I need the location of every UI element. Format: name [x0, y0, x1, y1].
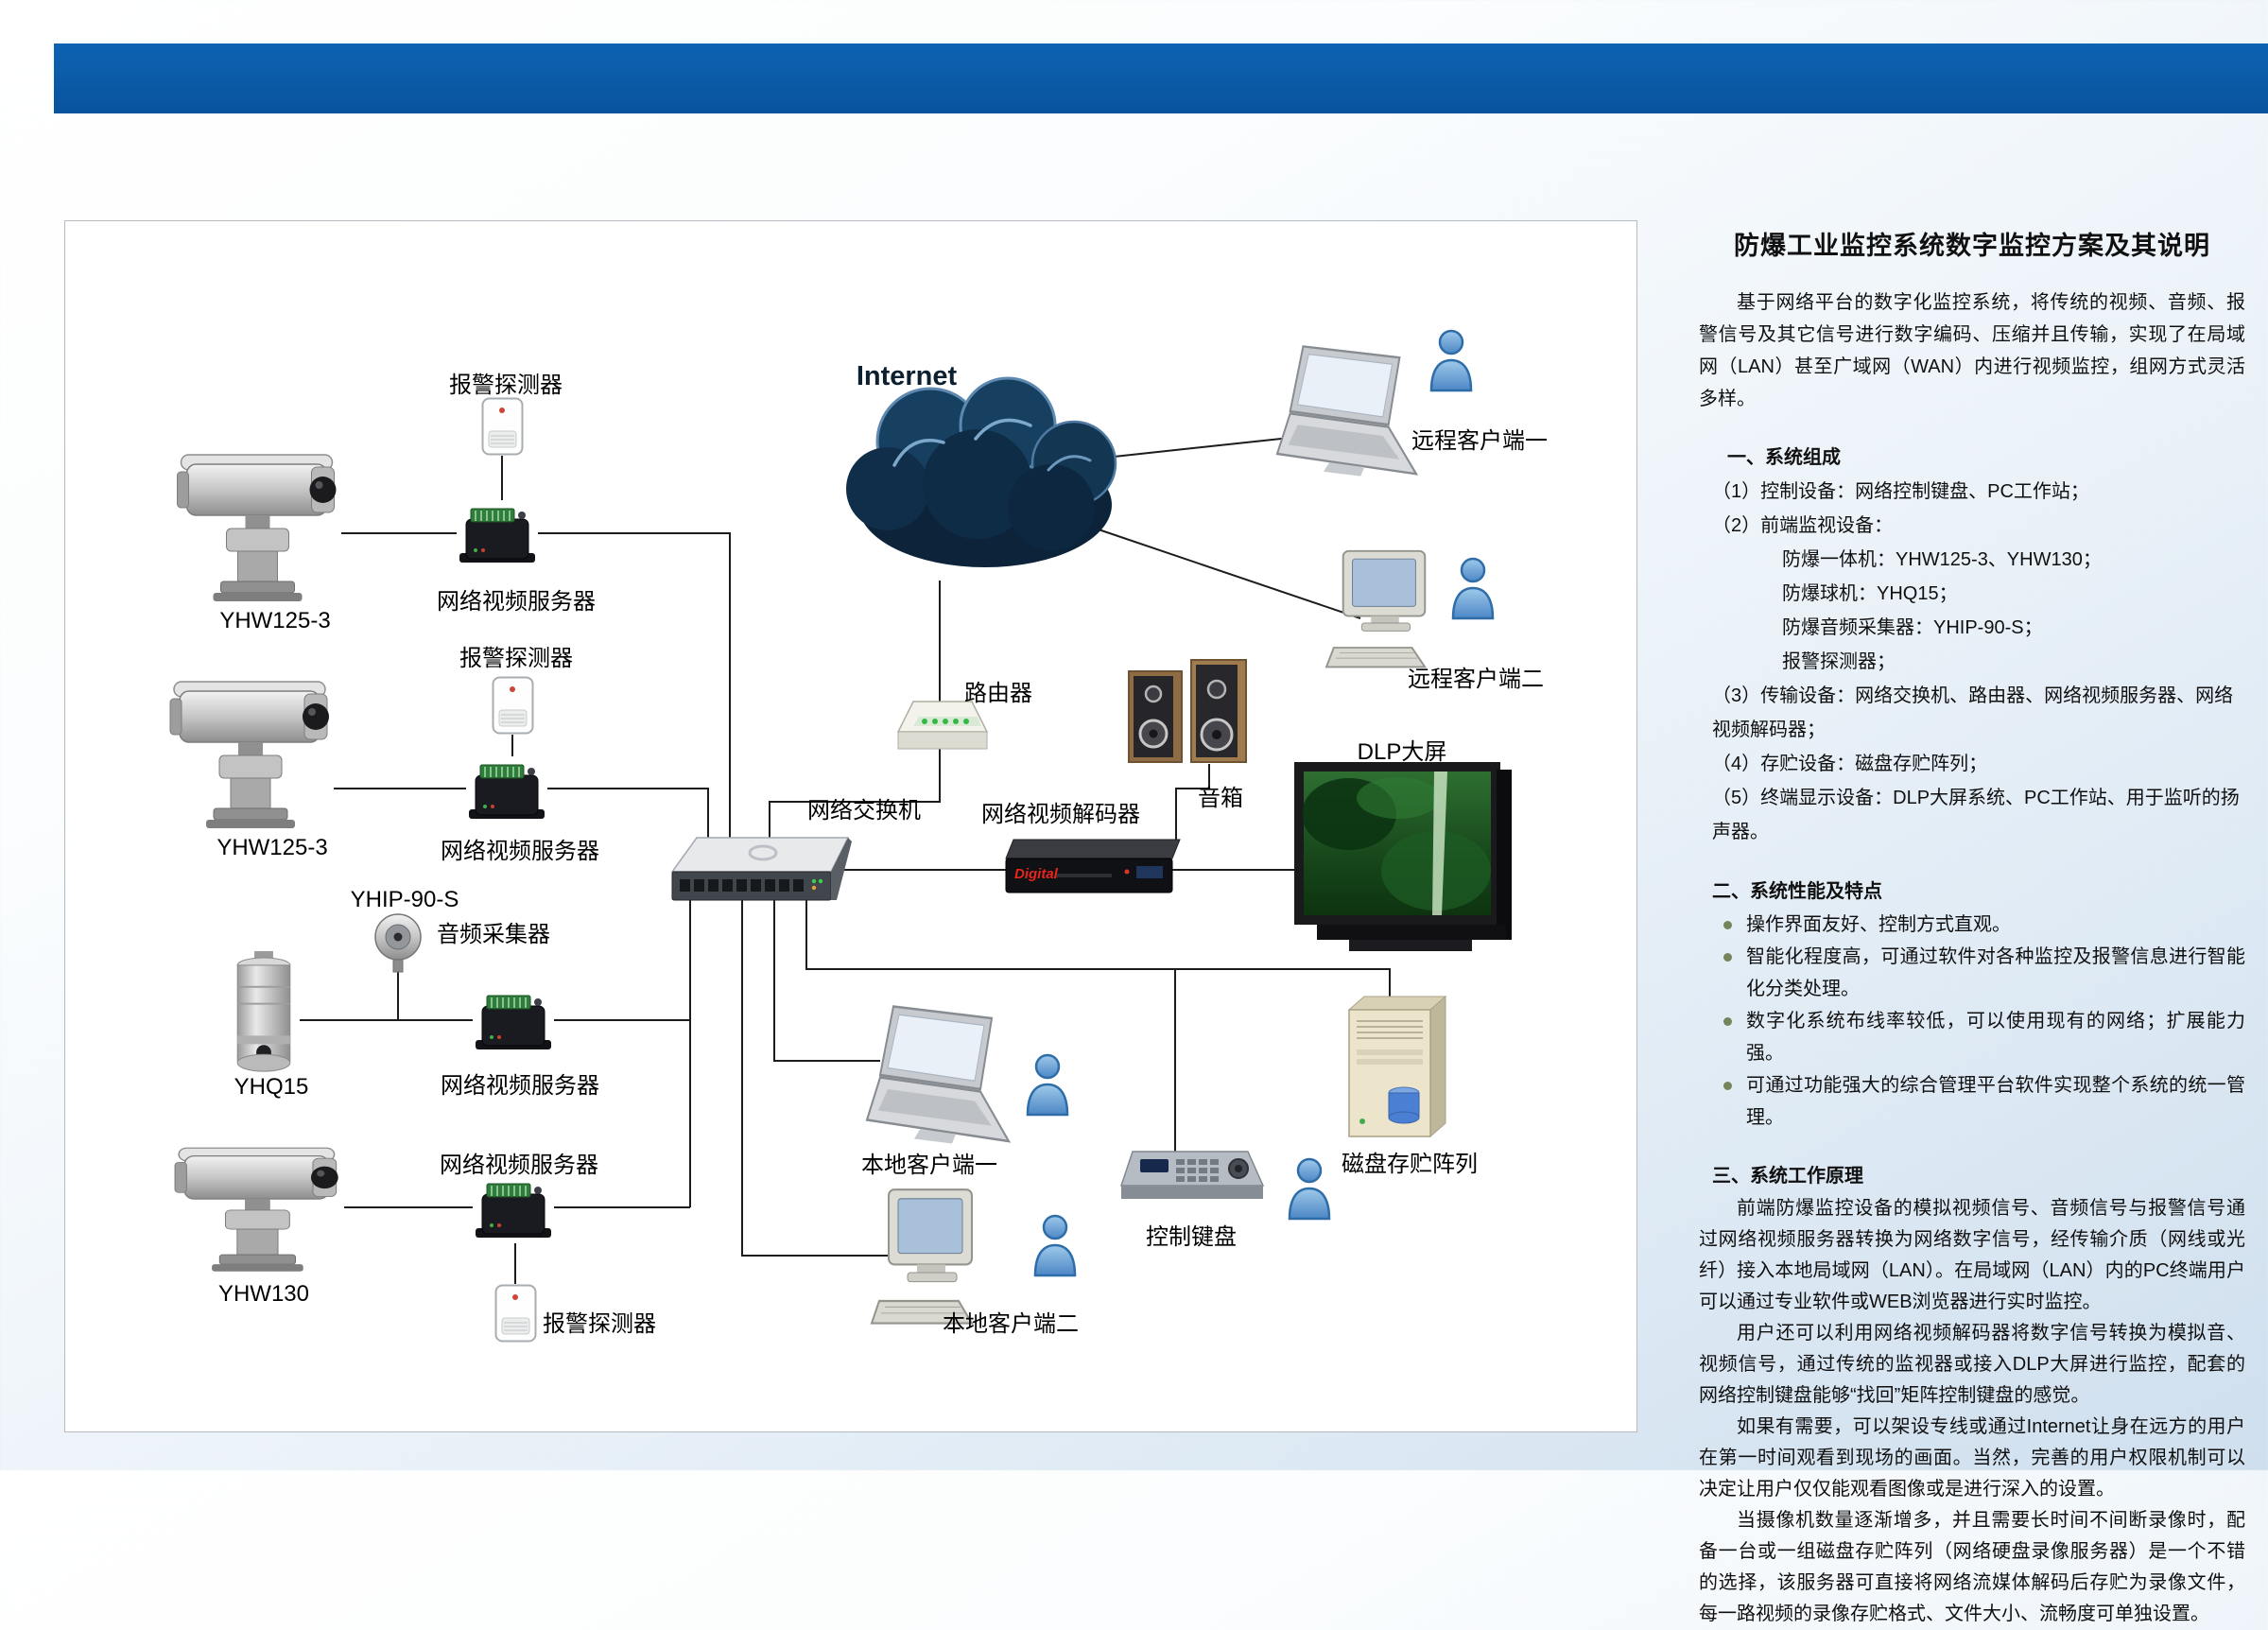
paragraph: 如果有需要，可以架设专线或通过Internet让身在远方的用户在第一时间观看到现… — [1699, 1416, 2245, 1500]
diagram-panel: Digital YHW125-3 报警探测器 网络视频服务器 YHW125-3 … — [64, 220, 1637, 1432]
speakers-icon — [1127, 658, 1248, 764]
list-item: （3）传输设备：网络交换机、路由器、网络视频服务器、网络视频解码器； — [1712, 685, 2234, 740]
camera-model-label: YHW130 — [217, 1281, 310, 1307]
person-icon — [1451, 557, 1495, 620]
paragraph: 用户还可以利用网络视频解码器将数字信号转换为模拟音、视频信号，通过传统的监视器或… — [1699, 1323, 2245, 1406]
connection-lines — [300, 436, 1391, 1284]
alarm-detector-label: 报警探测器 — [449, 373, 563, 398]
laptop-icon — [865, 1005, 1011, 1145]
video-server-icon — [475, 995, 552, 1050]
person-icon — [1026, 1053, 1069, 1117]
video-server-icon — [459, 508, 536, 564]
video-server-label: 网络视频服务器 — [437, 589, 596, 615]
disk-array-icon — [1348, 996, 1446, 1137]
list-item: 防爆球机：YHQ15； — [1782, 583, 1958, 604]
dlp-screen-icon — [1294, 762, 1512, 951]
camera-model-label: YHQ15 — [234, 1074, 309, 1100]
control-keyboard-icon — [1120, 1151, 1264, 1200]
disk-array-label: 磁盘存贮阵列 — [1342, 1152, 1478, 1177]
person-icon — [1429, 329, 1473, 392]
decoder-brand-label: Digital — [1014, 866, 1058, 882]
person-icon — [1033, 1214, 1077, 1277]
paragraph: 当摄像机数量逐渐增多，并且需要长时间不间断录像时，配备一台或一组磁盘存贮阵列（网… — [1699, 1510, 2245, 1624]
alarm-detector-label: 报警探测器 — [459, 646, 573, 671]
section-system-features: 二、系统性能及特点 操作界面友好、控制方式直观。 智能化程度高，可通过软件对各种… — [1699, 876, 2245, 1134]
desktop-computer-icon — [1325, 549, 1427, 668]
speakers-label: 音箱 — [1198, 786, 1243, 811]
keyboard-label: 控制键盘 — [1146, 1224, 1237, 1250]
local-client2-label: 本地客户端二 — [943, 1311, 1079, 1337]
remote-client1-label: 远程客户端一 — [1411, 428, 1548, 454]
bullet-text: 数字化系统布线率较低，可以使用现有的网络；扩展能力强。 — [1746, 1011, 2245, 1064]
decoder-label: 网络视频解码器 — [981, 802, 1140, 827]
video-server-label: 网络视频服务器 — [440, 1153, 598, 1178]
section-working-principle: 三、系统工作原理 前端防爆监控设备的模拟视频信号、音频信号与报警信号通过网络视频… — [1699, 1160, 2245, 1630]
list-item: （2）前端监视设备： — [1712, 515, 1894, 536]
internet-label: Internet — [856, 361, 958, 391]
article-intro: 基于网络平台的数字化监控系统，将传统的视频、音频、报警信号及其它信号进行数字编码… — [1699, 292, 2245, 409]
remote-client2-label: 远程客户端二 — [1408, 667, 1544, 692]
bullet-icon — [1723, 1017, 1732, 1026]
list-item: 防爆音频采集器：YHIP-90-S； — [1782, 617, 2043, 638]
list-item: 防爆一体机：YHW125-3、YHW130； — [1782, 549, 2102, 570]
bullet-text: 智能化程度高，可通过软件对各种监控及报警信息进行智能化分类处理。 — [1746, 946, 2245, 999]
bullet-icon — [1723, 953, 1732, 962]
paragraph: 前端防爆监控设备的模拟视频信号、音频信号与报警信号通过网络视频服务器转换为网络数… — [1699, 1198, 2245, 1312]
list-item: （4）存贮设备：磁盘存贮阵列； — [1712, 754, 1988, 774]
laptop-icon — [1275, 345, 1418, 477]
section-heading: 三、系统工作原理 — [1712, 1166, 1863, 1187]
alarm-detector-icon — [481, 397, 524, 456]
switch-label: 网络交换机 — [807, 798, 921, 824]
list-item: 数字化系统布线率较低，可以使用现有的网络；扩展能力强。 — [1699, 1005, 2245, 1069]
video-server-label: 网络视频服务器 — [441, 1073, 599, 1099]
bullet-icon — [1723, 1082, 1732, 1090]
bullet-text: 可通过功能强大的综合管理平台软件实现整个系统的统一管理。 — [1746, 1075, 2245, 1128]
alarm-detector-icon — [492, 676, 534, 735]
ptz-camera-icon — [169, 681, 330, 829]
dlp-label: DLP大屏 — [1357, 739, 1447, 765]
bullet-icon — [1723, 921, 1732, 929]
alarm-detector-label: 报警探测器 — [543, 1311, 656, 1337]
list-item: 智能化程度高，可通过软件对各种监控及报警信息进行智能化分类处理。 — [1699, 941, 2245, 1005]
section-heading: 一、系统组成 — [1727, 447, 1841, 468]
ptz-camera-icon — [174, 1147, 339, 1273]
article-title: 防爆工业监控系统数字监控方案及其说明 — [1734, 232, 2210, 260]
list-item: 操作界面友好、控制方式直观。 — [1699, 909, 2245, 941]
camera-model-label: YHW125-3 — [216, 835, 328, 860]
network-switch-icon — [670, 836, 854, 902]
video-server-label: 网络视频服务器 — [441, 839, 599, 864]
audio-model-label: YHIP-90-S — [350, 887, 459, 912]
router-label: 路由器 — [964, 681, 1032, 706]
bullet-text: 操作界面友好、控制方式直观。 — [1746, 914, 2011, 935]
article-panel: 防爆工业监控系统数字监控方案及其说明 基于网络平台的数字化监控系统，将传统的视频… — [1699, 225, 2245, 1630]
list-item: 可通过功能强大的综合管理平台软件实现整个系统的统一管理。 — [1699, 1069, 2245, 1134]
header-bar — [54, 43, 2268, 113]
video-server-icon — [468, 764, 545, 820]
section-system-composition: 一、系统组成 （1）控制设备：网络控制键盘、PC工作站； （2）前端监视设备： … — [1699, 442, 2245, 849]
local-client1-label: 本地客户端一 — [861, 1153, 997, 1178]
camera-model-label: YHW125-3 — [219, 608, 331, 633]
list-item: （5）终端显示设备：DLP大屏系统、PC工作站、用于监听的扬声器。 — [1712, 788, 2240, 842]
video-server-icon — [475, 1183, 552, 1239]
ptz-camera-icon — [176, 454, 338, 602]
audio-collector-label: 音频采集器 — [437, 922, 550, 947]
section-heading: 二、系统性能及特点 — [1712, 881, 1882, 902]
list-item: 报警探测器； — [1782, 651, 1896, 672]
dome-camera-icon — [236, 950, 291, 1073]
list-item: （1）控制设备：网络控制键盘、PC工作站； — [1712, 481, 2089, 502]
